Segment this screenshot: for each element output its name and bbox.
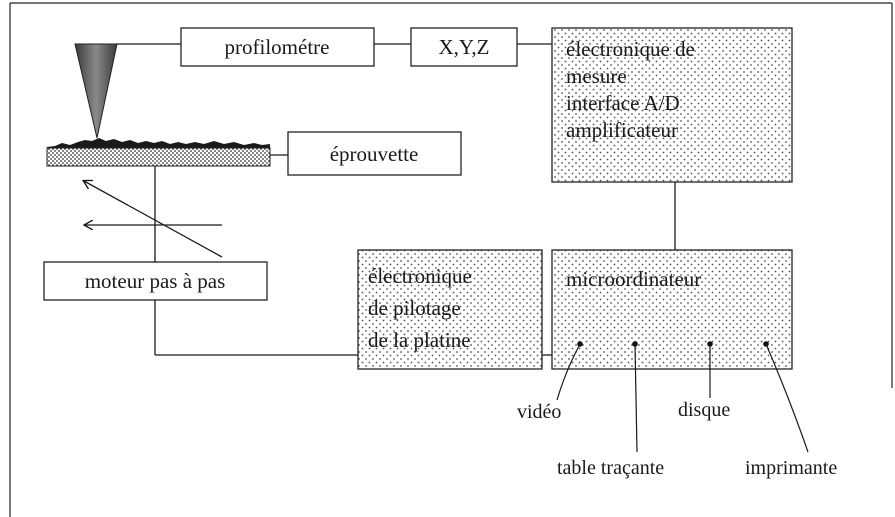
stylus-tip-icon [74, 43, 118, 139]
pilotage-line-3: de la platine [368, 328, 471, 352]
peripheral-disque: disque [678, 399, 730, 421]
microordinateur-label: microordinateur [566, 267, 701, 291]
mesure-line-3: interface A/D [566, 91, 680, 115]
mesure-line-1: électronique de [566, 37, 695, 61]
peripheral-video: vidéo [517, 401, 561, 423]
specimen-plate [46, 138, 271, 167]
moteur-label: moteur pas à pas [85, 269, 226, 293]
pilotage-line-2: de pilotage [368, 296, 461, 320]
electronique-mesure-box: électronique de mesure interface A/D amp… [551, 27, 793, 183]
pilotage-line-1: électronique [368, 264, 472, 288]
mesure-line-4: amplificateur [566, 118, 678, 142]
peripheral-leaders [556, 343, 809, 453]
connection-lines [117, 43, 676, 356]
microordinateur-box: microordinateur [551, 249, 793, 370]
electronique-pilotage-box: électronique de pilotage de la platine [357, 249, 543, 370]
moteur-box: moteur pas à pas [43, 261, 268, 301]
stage-motion-arrows [84, 181, 223, 258]
eprouvette-label: éprouvette [330, 142, 419, 166]
mesure-line-2: mesure [566, 64, 627, 88]
eprouvette-box: éprouvette [287, 131, 462, 176]
peripheral-table: table traçante [557, 457, 664, 479]
profilometre-box: profilométre [180, 27, 375, 67]
profilometre-label: profilométre [225, 35, 330, 59]
xyz-label: X,Y,Z [439, 35, 490, 59]
xyz-box: X,Y,Z [410, 27, 518, 67]
peripheral-imprimante: imprimante [745, 457, 837, 479]
outer-frame [9, 2, 893, 517]
